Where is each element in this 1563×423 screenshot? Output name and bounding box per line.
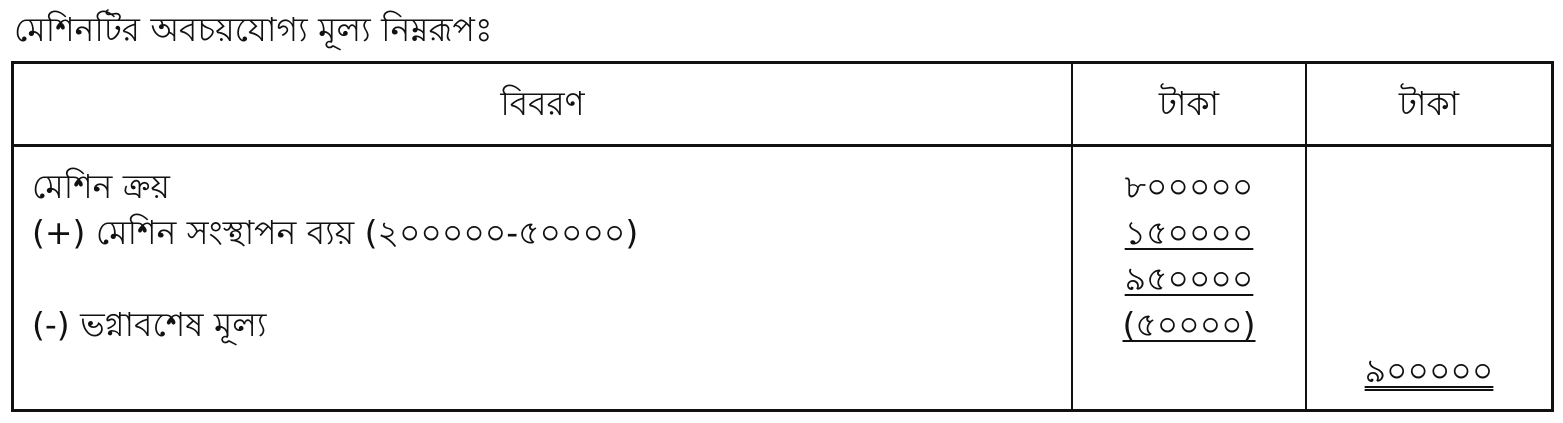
amount-subtotal: ৯৫০০০০ <box>1124 259 1254 298</box>
amount-subtotal-wrap: ৯৫০০০০ <box>1109 256 1269 302</box>
column-divider <box>1305 64 1307 409</box>
row-machine-purchase: মেশিন ক্রয় <box>32 167 170 206</box>
amount-installation: ১৫০০০০ <box>1124 213 1254 252</box>
header-amount-2: টাকা <box>1398 84 1460 123</box>
page-title: মেশিনটির অবচয়যোগ্য মূল্য নিম্নরূপঃ <box>14 10 493 49</box>
column-divider <box>1071 64 1073 409</box>
amount-scrap: (৫০০০০) <box>1122 305 1256 344</box>
amount-total: ৯০০০০০ <box>1364 351 1494 390</box>
amount-scrap-wrap: (৫০০০০) <box>1109 302 1269 348</box>
header-amount-1: টাকা <box>1158 84 1220 123</box>
header-description: বিবরণ <box>500 84 585 123</box>
row-installation-cost: (+) মেশিন সংস্থাপন ব্যয় (২০০০০০-৫০০০০) <box>32 213 639 252</box>
amount-total-wrap: ৯০০০০০ <box>1349 348 1509 394</box>
depreciable-value-table: বিবরণ টাকা টাকা মেশিন ক্রয় (+) মেশিন সং… <box>11 61 1554 412</box>
row-scrap-value: (-) ভগ্নাবশেষ মূল্য <box>32 305 267 344</box>
header-divider <box>14 144 1551 147</box>
amount-installation-wrap: ১৫০০০০ <box>1109 210 1269 256</box>
amount-purchase: ৮০০০০০ <box>1124 167 1254 206</box>
